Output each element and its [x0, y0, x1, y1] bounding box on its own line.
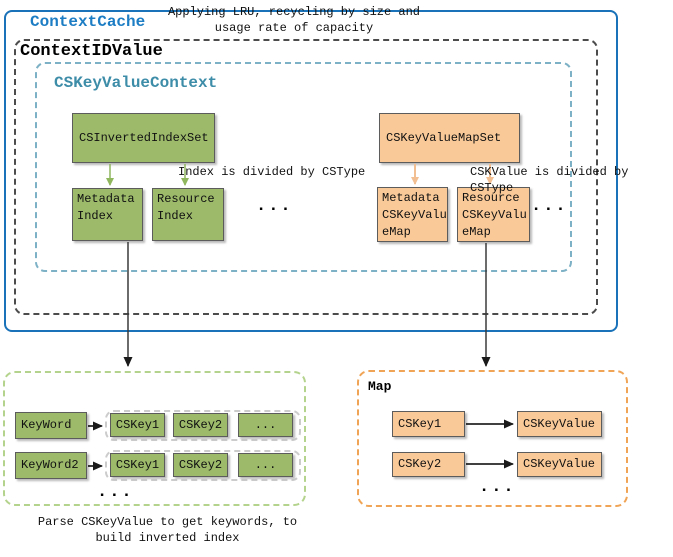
cskey-ellipsis-cell-row2: ... — [238, 453, 293, 477]
map-panel-title: Map — [368, 379, 392, 394]
map-panel — [357, 370, 628, 507]
resource-index-node: Resource Index — [152, 188, 224, 241]
keyword2-node: KeyWord2 — [15, 452, 87, 479]
resource-cskeyvalue-map-node: Resource CSKeyValu eMap — [457, 187, 530, 242]
context-cache-title: ContextCache — [30, 13, 146, 31]
context-id-value-title: ContextIDValue — [20, 42, 163, 61]
context-cache-note: Applying LRU, recycling by size and usag… — [167, 5, 421, 35]
cskey-value-context-title: CSKeyValueContext — [54, 74, 218, 92]
map-cluster-ellipsis: ... — [531, 197, 568, 216]
map-cluster-note: CSKValue is divided by CSType — [470, 165, 629, 195]
cskey2-cell-row2: CSKey2 — [173, 453, 228, 477]
cskey2-cell: CSKey2 — [173, 413, 228, 437]
index-cluster-ellipsis: ... — [256, 197, 293, 216]
cs-inverted-index-set-node: CSInvertedIndexSet — [72, 113, 215, 163]
metadata-cskeyvalue-map-node: Metadata CSKeyValu eMap — [377, 187, 448, 242]
cskey1-cell-row2: CSKey1 — [110, 453, 165, 477]
map-panel-ellipsis: ... — [479, 478, 516, 497]
inverted-index-note: Parse CSKeyValue to get keywords, to bui… — [37, 515, 298, 545]
metadata-index-node: Metadata Index — [72, 188, 143, 241]
cskey-value-context-frame — [35, 62, 572, 272]
context-cache-frame — [4, 10, 618, 332]
map-cskey2-node: CSKey2 — [392, 452, 465, 477]
cskey1-cell: CSKey1 — [110, 413, 165, 437]
context-id-value-frame — [14, 39, 598, 315]
cskey-value-map-set-node: CSKeyValueMapSet — [379, 113, 520, 163]
inverted-index-ellipsis: ... — [97, 483, 134, 502]
keyword-node: KeyWord — [15, 412, 87, 439]
map-cskeyvalue1-node: CSKeyValue — [517, 411, 602, 437]
index-cluster-note: Index is divided by CSType — [178, 165, 366, 179]
inverted-index-panel — [3, 371, 306, 506]
map-cskeyvalue2-node: CSKeyValue — [517, 452, 602, 477]
cskey-ellipsis-cell: ... — [238, 413, 293, 437]
map-cskey1-node: CSKey1 — [392, 411, 465, 437]
